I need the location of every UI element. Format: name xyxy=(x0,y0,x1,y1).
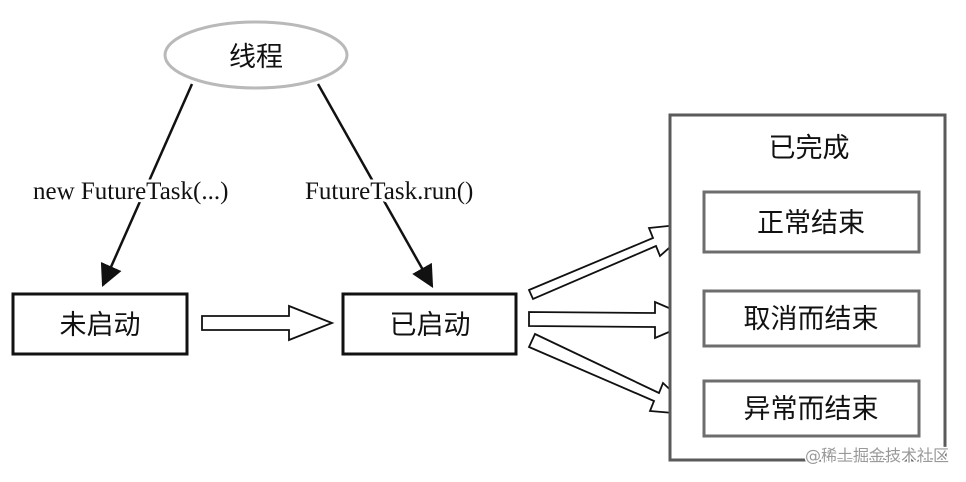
transition-arrow-start xyxy=(201,304,335,342)
outcome-exception-label: 异常而结束 xyxy=(744,394,879,425)
run-edge xyxy=(316,83,434,288)
thread-node: 线程 xyxy=(163,20,349,90)
outcome-cancelled-label: 取消而结束 xyxy=(744,304,879,335)
thread-label: 线程 xyxy=(229,42,283,73)
outcome-exception-box xyxy=(702,379,921,438)
outcome-normal-box xyxy=(702,190,921,254)
state-not-started-box xyxy=(11,292,189,356)
completed-group-title: 已完成 xyxy=(769,133,850,164)
outcome-normal-label: 正常结束 xyxy=(757,208,865,239)
outcome-exception: 异常而结束 xyxy=(702,379,921,438)
state-started-label: 已启动 xyxy=(390,310,471,341)
outcome-cancelled-box xyxy=(702,289,921,348)
thread-ellipse xyxy=(163,20,349,90)
completed-group: 已完成 正常结束 取消而结束 异常而结束 xyxy=(668,113,947,462)
state-not-started: 未启动 xyxy=(11,292,189,356)
state-started-box xyxy=(341,292,518,356)
state-not-started-label: 未启动 xyxy=(60,310,141,341)
create-edge-label: new FutureTask(...) xyxy=(33,178,228,205)
outcome-normal: 正常结束 xyxy=(702,190,921,254)
run-edge-label: FutureTask.run() xyxy=(305,178,473,205)
outcome-cancelled: 取消而结束 xyxy=(702,289,921,348)
create-edge xyxy=(100,83,194,288)
state-started: 已启动 xyxy=(341,292,518,356)
watermark-text: @稀土掘金技术社区 xyxy=(805,446,949,465)
